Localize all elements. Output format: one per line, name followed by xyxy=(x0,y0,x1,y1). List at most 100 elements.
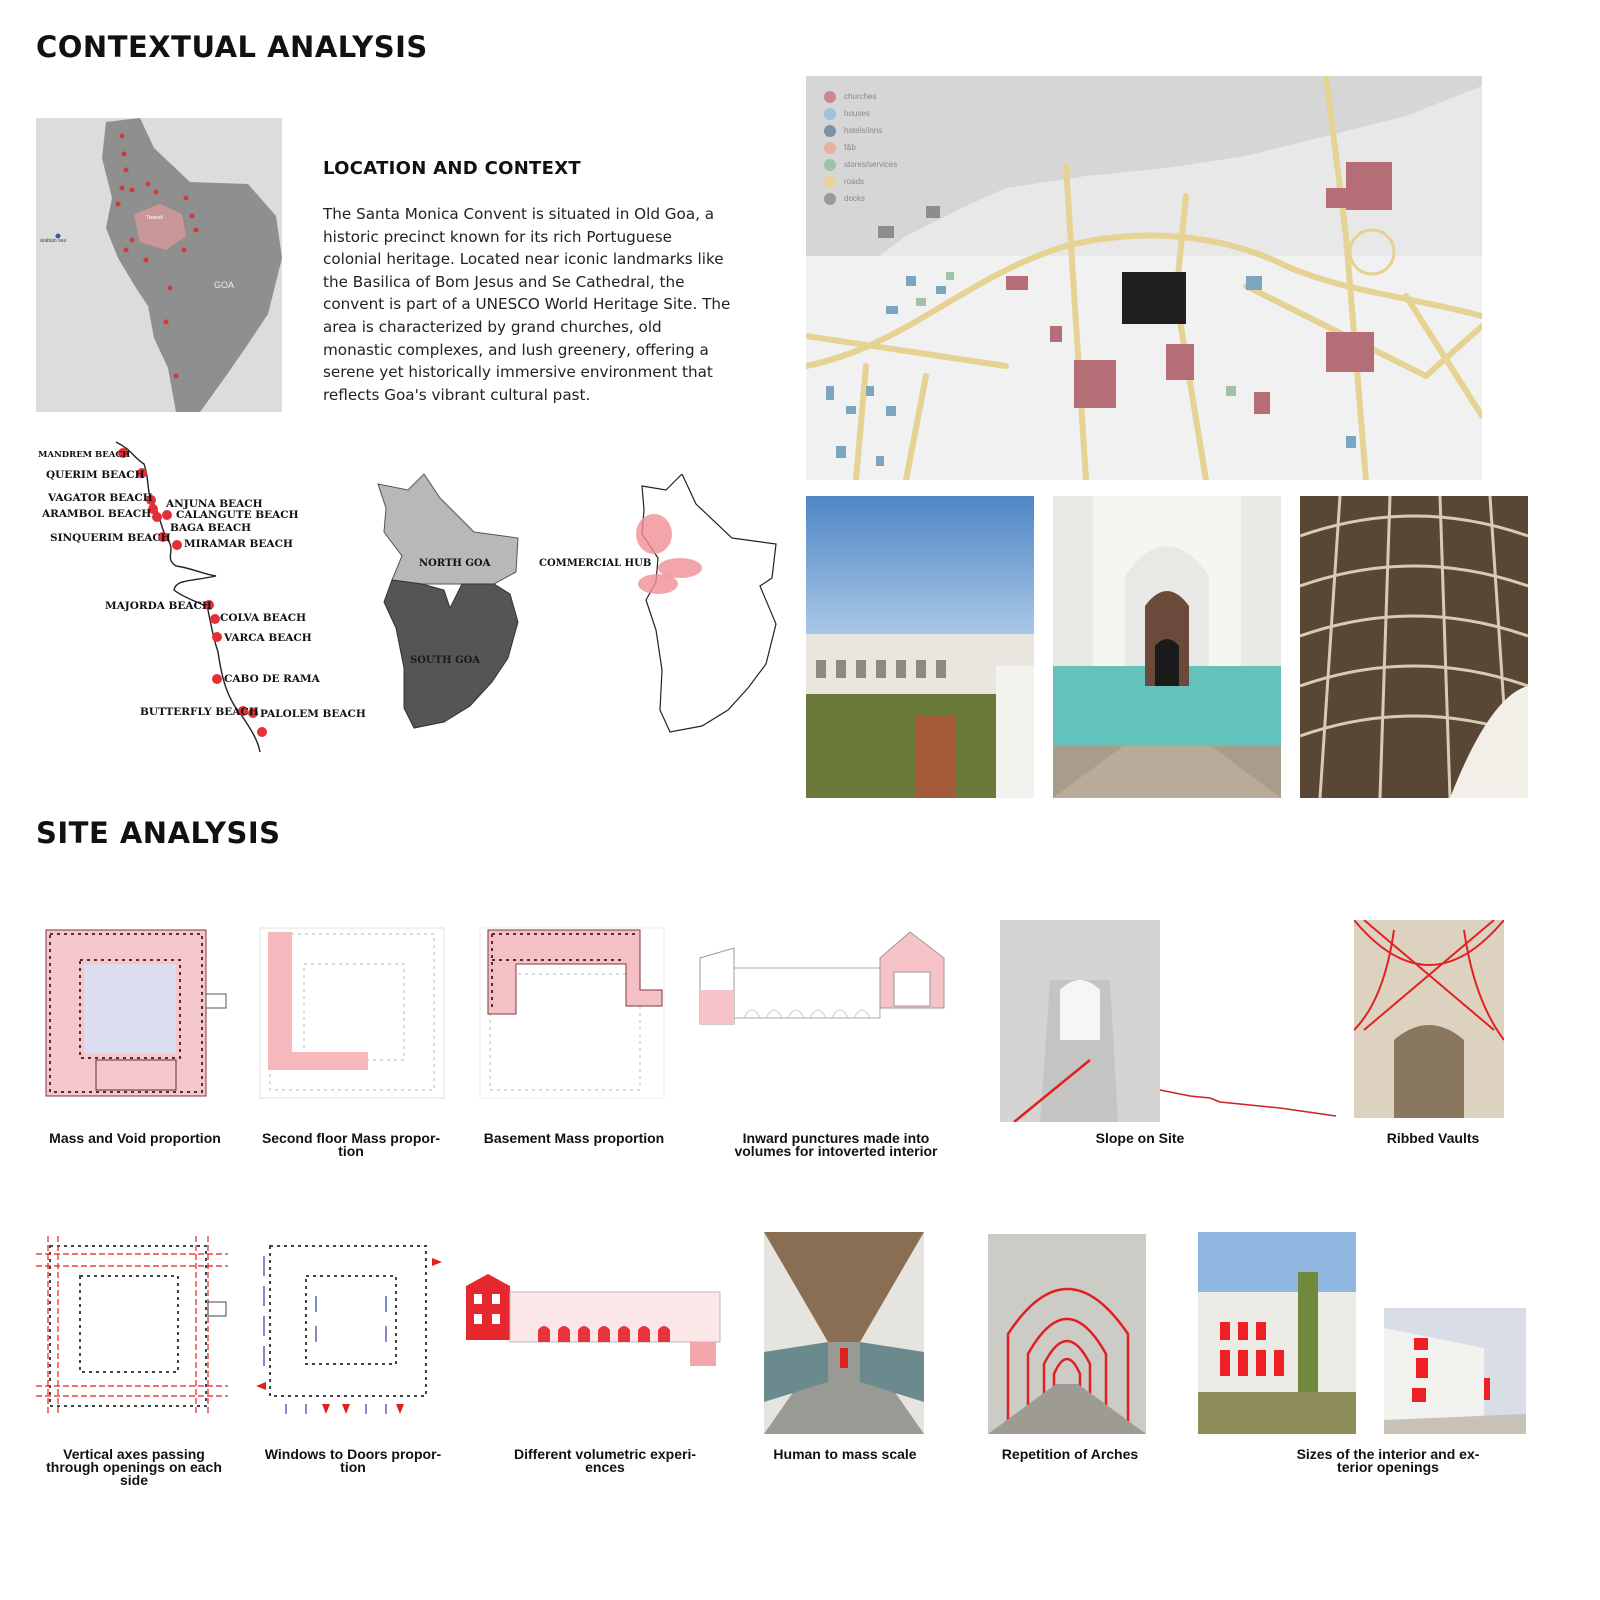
legend-swatch xyxy=(824,158,836,171)
beach-pin xyxy=(162,510,172,520)
beach-label: VAGATOR BEACH xyxy=(48,492,153,504)
legend-item: f&b xyxy=(824,139,897,156)
exterior-openings-photo xyxy=(1198,1232,1356,1434)
basement-plan xyxy=(476,924,668,1102)
legend-label: docks xyxy=(844,194,865,203)
legend-label: f&b xyxy=(844,143,857,152)
legend-label: churches xyxy=(844,92,877,101)
vertical-axes-plan xyxy=(36,1236,228,1414)
caption-basement: Basement Mass proportion xyxy=(483,1130,665,1146)
goa-map-svg xyxy=(36,118,282,412)
human-scale-svg xyxy=(764,1232,924,1434)
goa-map: GOA arabian sea Tiswadi xyxy=(36,118,282,412)
beach-pin xyxy=(146,495,156,505)
site-context-map: churches houses hotels/inns f&b stores/s… xyxy=(806,76,1482,480)
caption-openings-sizes: Sizes of the interior and ex- terior ope… xyxy=(1296,1446,1480,1475)
human-scale-photo xyxy=(764,1232,924,1434)
beaches-diagram: MANDREM BEACH QUERIM BEACH VAGATOR BEACH… xyxy=(36,440,366,760)
commercial-hub-svg xyxy=(636,472,777,733)
beach-markers xyxy=(36,440,366,760)
caption-slope: Slope on Site xyxy=(1095,1130,1185,1146)
interior-openings-photo xyxy=(1384,1308,1526,1434)
beach-pin xyxy=(210,614,220,624)
volumetric-section-svg xyxy=(466,1274,721,1366)
windows-doors-svg xyxy=(256,1245,442,1414)
courtyard-photo-svg xyxy=(806,496,1034,798)
legend-label: roads xyxy=(844,177,865,186)
caption-ribbed-vaults: Ribbed Vaults xyxy=(1386,1130,1480,1146)
legend-label: stores/services xyxy=(844,160,898,169)
beach-pin xyxy=(204,600,214,610)
south-goa-label: SOUTH GOA xyxy=(410,655,481,666)
beach-pin xyxy=(158,532,168,542)
basement-plan-svg xyxy=(479,927,665,1099)
beach-pin xyxy=(212,674,222,684)
commercial-hub-label: COMMERCIAL HUB xyxy=(539,558,652,569)
caption-mass-void: Mass and Void proportion xyxy=(49,1130,221,1146)
beach-pin xyxy=(248,708,258,718)
legend-swatch xyxy=(824,124,836,137)
site-analysis-heading: SITE ANALYSIS xyxy=(36,816,281,850)
goa-map-region-label: GOA xyxy=(214,280,235,290)
legend-swatch xyxy=(824,107,836,120)
exterior-openings-svg xyxy=(1198,1232,1356,1434)
beach-label: MAJORDA BEACH xyxy=(105,600,212,612)
north-south-goa-map: NORTH GOA SOUTH GOA xyxy=(374,472,524,734)
legend-item: hotels/inns xyxy=(824,122,897,139)
ribbed-vaults-svg xyxy=(1353,919,1505,1118)
location-context-heading: LOCATION AND CONTEXT xyxy=(323,158,581,179)
caption-inward-punctures: Inward punctures made into volumes for i… xyxy=(734,1130,938,1159)
legend-item: docks xyxy=(824,190,897,207)
beach-label: BUTTERFLY BEACH xyxy=(140,706,259,718)
legend-label: houses xyxy=(844,109,870,118)
slope-line-svg xyxy=(1159,1089,1337,1117)
courtyard-photo xyxy=(806,496,1034,798)
beach-label: ANJUNA BEACH xyxy=(166,498,263,510)
slope-photo xyxy=(1000,920,1160,1123)
second-floor-plan xyxy=(256,924,448,1102)
beach-pin xyxy=(148,504,158,514)
legend-swatch xyxy=(824,192,836,205)
ribbed-vaults-photo xyxy=(1353,919,1505,1118)
beach-label: CALANGUTE BEACH xyxy=(176,509,299,521)
beach-label: COLVA BEACH xyxy=(220,612,307,624)
legend-swatch xyxy=(824,175,836,188)
interior-openings-svg xyxy=(1384,1308,1526,1434)
legend-item: stores/services xyxy=(824,156,897,173)
beach-label: MANDREM BEACH xyxy=(38,450,131,460)
beach-pin xyxy=(137,468,147,478)
north-south-goa-svg xyxy=(377,473,519,729)
legend-swatch xyxy=(824,141,836,154)
beach-label: QUERIM BEACH xyxy=(46,469,145,481)
vertical-axes-svg xyxy=(36,1236,228,1414)
repetition-arches-photo xyxy=(988,1234,1146,1434)
legend-swatch xyxy=(824,90,836,103)
second-floor-plan-svg xyxy=(259,927,445,1099)
beach-label: PALOLEM BEACH xyxy=(260,708,366,720)
beach-pin xyxy=(257,727,267,737)
beach-label: ARAMBOL BEACH xyxy=(42,508,152,520)
slope-photo-svg xyxy=(1000,920,1160,1123)
north-goa-label: NORTH GOA xyxy=(419,558,491,569)
beach-pin xyxy=(212,632,222,642)
legend-item: houses xyxy=(824,105,897,122)
vault-photo xyxy=(1300,496,1528,798)
corridor-photo-svg xyxy=(1053,496,1281,798)
mass-void-plan-svg xyxy=(45,929,227,1097)
beach-label: VARCA BEACH xyxy=(224,632,312,644)
beach-label: SINQUERIM BEACH xyxy=(50,532,171,544)
beach-label: CABO DE RAMA xyxy=(224,673,320,685)
map-legend: churches houses hotels/inns f&b stores/s… xyxy=(824,88,897,207)
goa-map-district-label: Tiswadi xyxy=(146,215,163,221)
caption-second-floor: Second floor Mass propor- tion xyxy=(261,1130,441,1159)
goa-map-sea-label: arabian sea xyxy=(40,238,67,244)
inward-punctures-svg xyxy=(699,931,945,1025)
beach-label: MIRAMAR BEACH xyxy=(184,538,293,550)
site-context-map-svg xyxy=(806,76,1482,480)
commercial-hub-map xyxy=(636,472,786,736)
caption-windows-doors: Windows to Doors propor- tion xyxy=(264,1446,442,1475)
beach-pin xyxy=(152,512,162,522)
windows-doors-plan xyxy=(256,1236,448,1414)
beach-label: BAGA BEACH xyxy=(170,522,252,534)
contextual-analysis-heading: CONTEXTUAL ANALYSIS xyxy=(36,30,428,64)
